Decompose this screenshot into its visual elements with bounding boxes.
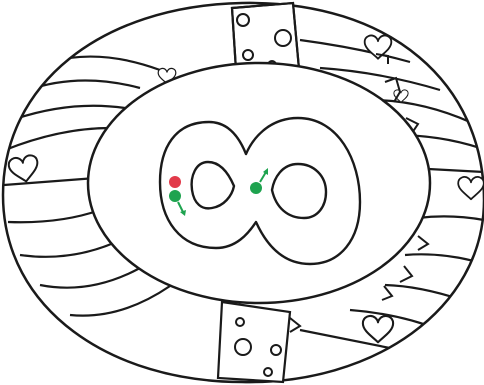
bottom-band [218,302,290,382]
circle-icon [235,339,251,355]
circle-icon [264,368,272,376]
player-marker-right[interactable] [250,182,262,194]
circle-icon [243,50,253,60]
start-marker [169,176,181,188]
circle-icon [237,14,249,26]
circle-icon [271,345,281,355]
player-marker-left[interactable] [169,190,181,202]
circle-icon [236,318,244,326]
circle-icon [275,30,291,46]
